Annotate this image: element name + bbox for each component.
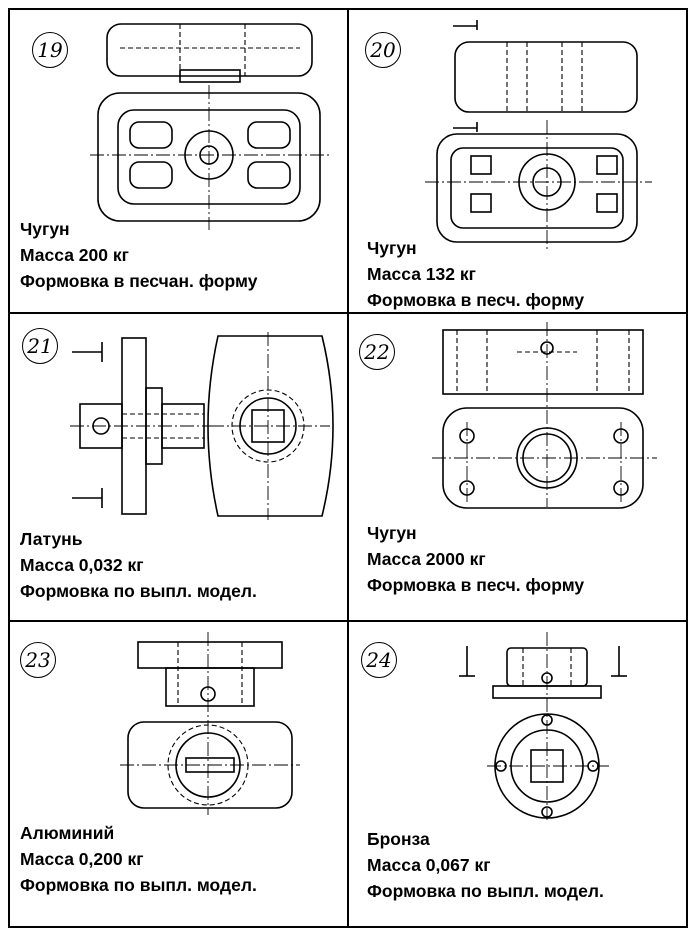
part-number-badge: 24 — [361, 642, 397, 678]
material-label: Бронза — [367, 829, 430, 849]
cell-24: 24 Бронза Масса 0,067 кг Формовка по вып… — [347, 620, 688, 926]
cell-20: 20 Чугун Масса 132 кг Формовка в песч. ф… — [347, 10, 688, 310]
material-label: Чугун — [20, 219, 70, 239]
grid-vertical-divider — [347, 10, 349, 926]
drawing-24 — [459, 632, 627, 820]
molding-method-label: Формовка по выпл. модел. — [20, 875, 257, 895]
part-number-badge: 21 — [22, 328, 58, 364]
cell-23: 23 Алюминий Масса 0,200 кг Формовка по в… — [10, 620, 346, 926]
part-number-badge: 22 — [359, 334, 395, 370]
mass-label: Масса 200 кг — [20, 245, 129, 265]
material-label: Алюминий — [20, 823, 115, 843]
part-number-badge: 23 — [20, 642, 56, 678]
mass-label: Масса 0,067 кг — [367, 855, 491, 875]
molding-method-label: Формовка по выпл. модел. — [367, 881, 604, 901]
material-label: Чугун — [367, 523, 417, 543]
cell-22: 22 Чугун Масса 2000 кг Формовка в песч. … — [347, 312, 688, 618]
grid-divider-2 — [10, 620, 686, 622]
drawing-grid — [8, 8, 688, 928]
cell-19: 19 Чугун Масса 200 кг Формовка в песчан.… — [10, 10, 346, 310]
mass-label: Масса 0,200 кг — [20, 849, 144, 869]
material-label: Латунь — [20, 529, 83, 549]
molding-method-label: Формовка по выпл. модел. — [20, 581, 257, 601]
drawing-19 — [90, 23, 330, 230]
drawing-23 — [120, 632, 300, 815]
molding-method-label: Формовка в песч. форму — [367, 290, 585, 310]
mass-label: Масса 2000 кг — [367, 549, 486, 569]
molding-method-label: Формовка в песчан. форму — [20, 271, 258, 291]
part-number-badge: 19 — [32, 32, 68, 68]
molding-method-label: Формовка в песч. форму — [367, 575, 585, 595]
cell-21: 21 Латунь Масса 0,032 кг Формовка по вып… — [10, 312, 346, 618]
drawing-20 — [425, 20, 652, 250]
grid-divider-1 — [10, 312, 686, 314]
part-number-badge: 20 — [365, 32, 401, 68]
drawing-22 — [432, 322, 657, 509]
material-label: Чугун — [367, 238, 417, 258]
drawing-21 — [70, 332, 334, 520]
mass-label: Масса 132 кг — [367, 264, 476, 284]
mass-label: Масса 0,032 кг — [20, 555, 144, 575]
